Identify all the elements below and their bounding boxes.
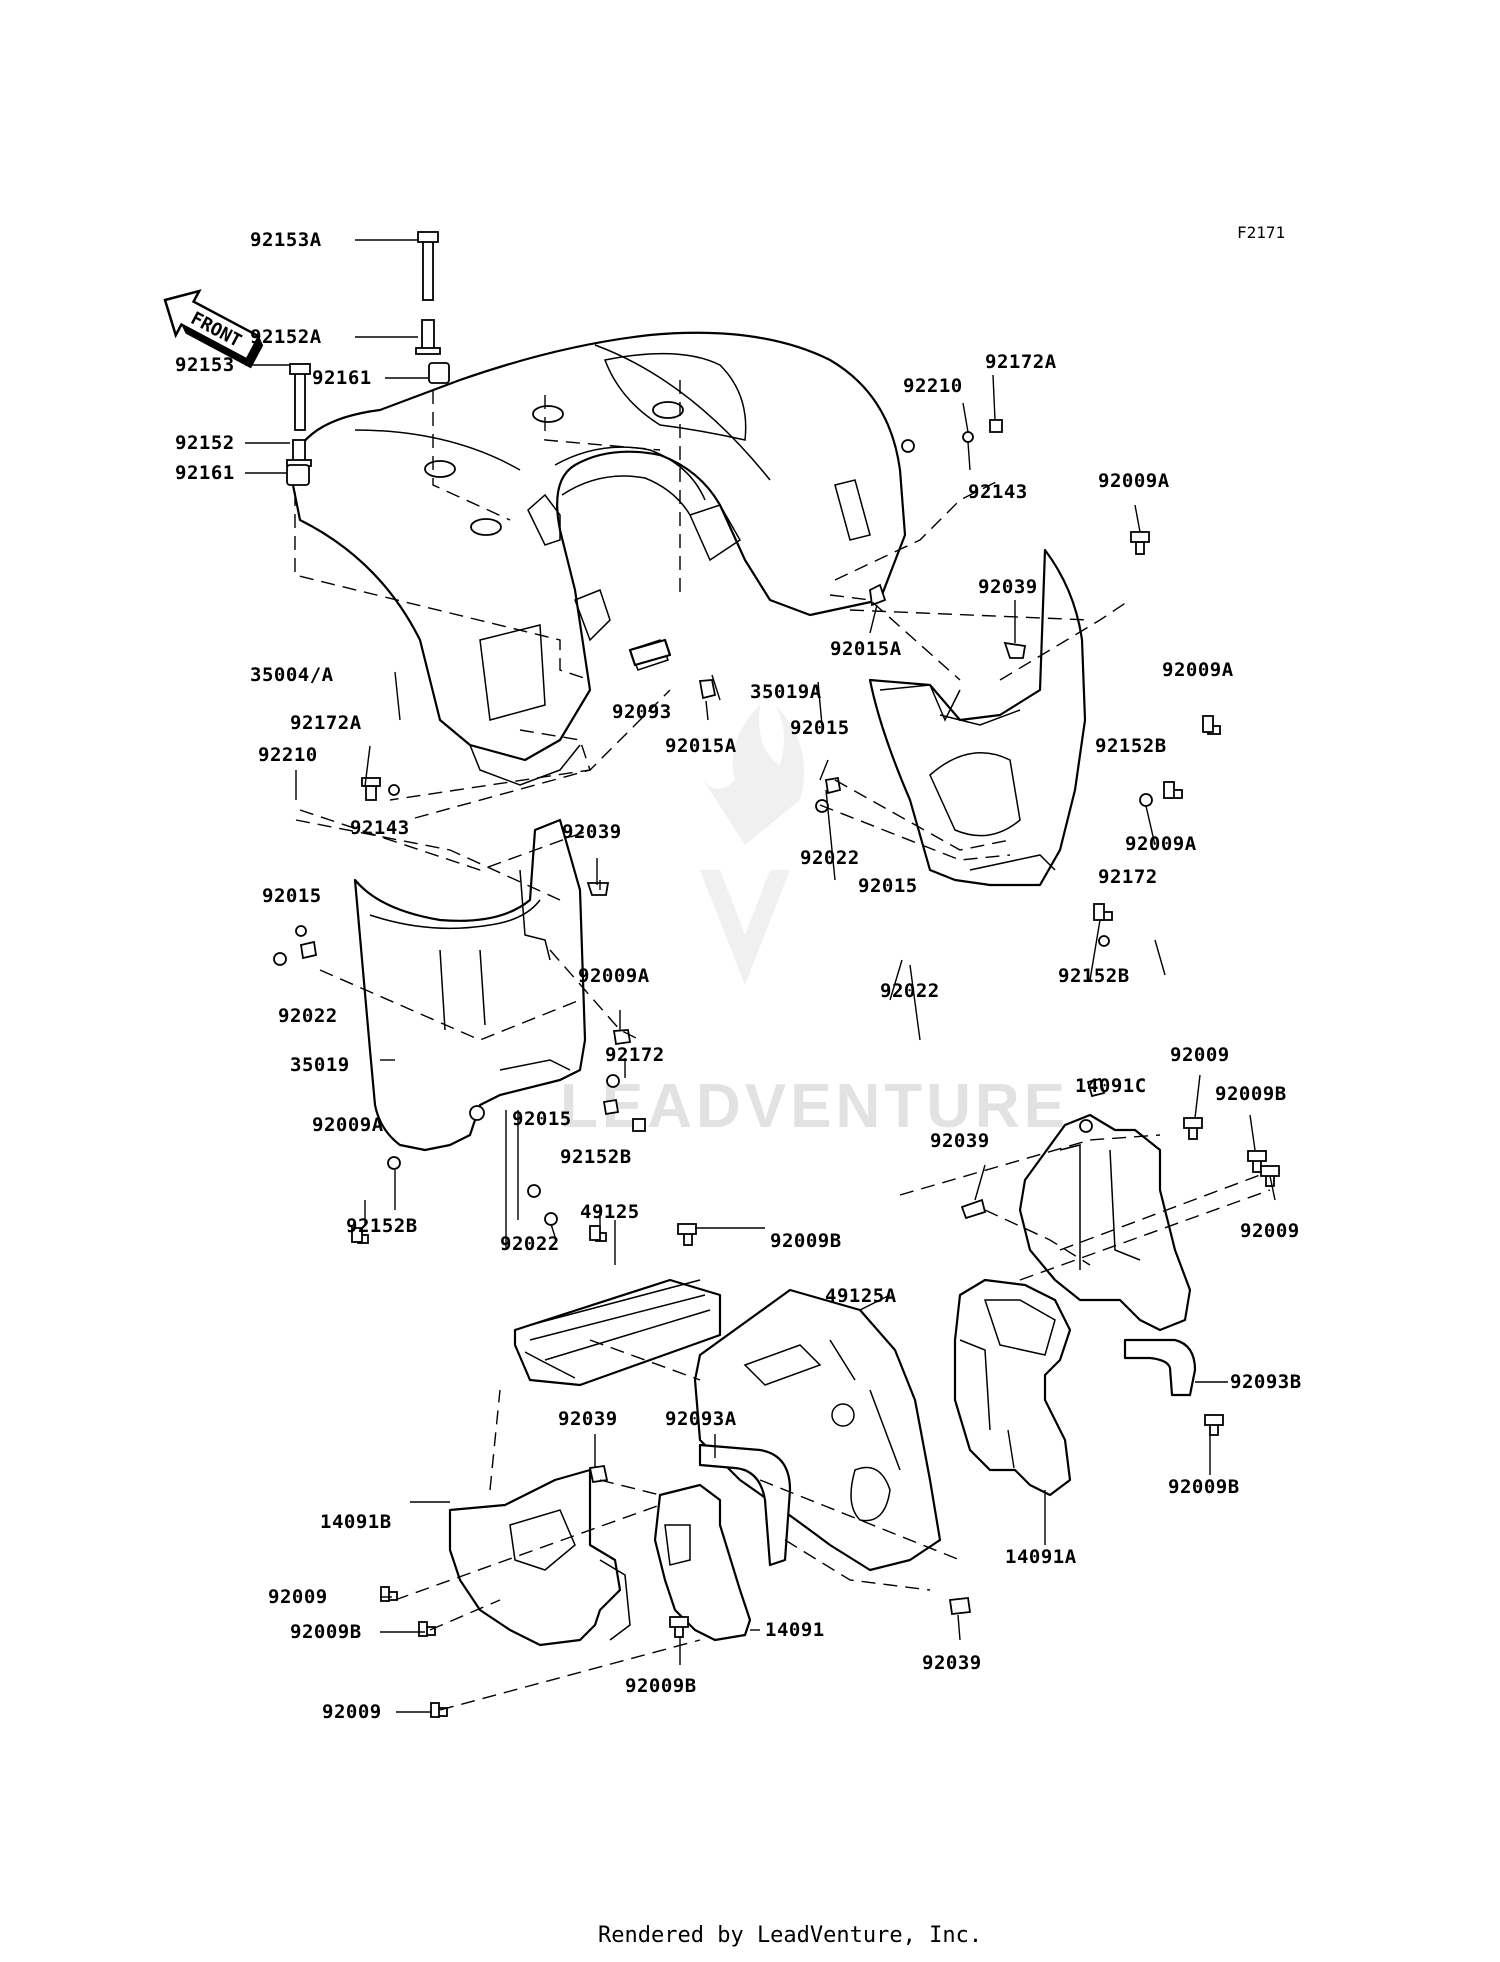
callout-label: 92015 bbox=[790, 717, 850, 739]
callout-label: 92172 bbox=[1098, 866, 1158, 888]
callout-label: 92009A bbox=[578, 965, 650, 987]
right-mud-guard-14091A bbox=[953, 1278, 1072, 1497]
callout-label: 92143 bbox=[968, 481, 1028, 503]
callout-label: 92009B bbox=[625, 1675, 697, 1697]
leader-lines bbox=[245, 239, 1276, 1713]
diagram-code: F2171 bbox=[1237, 223, 1285, 242]
callout-label: 92161 bbox=[312, 367, 372, 389]
assembly-lines bbox=[294, 380, 1271, 1711]
callout-label: 92022 bbox=[800, 847, 860, 869]
callout-label: 92039 bbox=[562, 821, 622, 843]
watermark-logo-icon bbox=[700, 705, 805, 985]
callout-label: 35019A bbox=[750, 681, 822, 703]
footer-credit: Rendered by LeadVenture, Inc. bbox=[598, 1923, 982, 1948]
callout-label: 92152B bbox=[1095, 735, 1167, 757]
callout-label: 14091C bbox=[1075, 1075, 1147, 1097]
callout-label: 92009B bbox=[1215, 1083, 1287, 1105]
callout-label: 92009B bbox=[290, 1621, 362, 1643]
callout-label: 92210 bbox=[258, 744, 318, 766]
center-frame-49125A bbox=[693, 1288, 942, 1572]
callout-label: 92152B bbox=[560, 1146, 632, 1168]
left-inner-cover bbox=[353, 818, 587, 1152]
callout-label: 14091B bbox=[320, 1511, 392, 1533]
callout-label: 92039 bbox=[558, 1408, 618, 1430]
callout-label: 35019 bbox=[290, 1054, 350, 1076]
callout-label: 92172 bbox=[605, 1044, 665, 1066]
mud-guard-14091 bbox=[653, 1483, 752, 1642]
callout-label: 92015 bbox=[858, 875, 918, 897]
callout-label: 92009A bbox=[1162, 659, 1234, 681]
callout-label: 92022 bbox=[500, 1233, 560, 1255]
callout-label: 14091 bbox=[765, 1619, 825, 1641]
callout-label: 92039 bbox=[978, 576, 1038, 598]
callout-label: 92093B bbox=[1230, 1371, 1302, 1393]
rubber-strip-92093A bbox=[698, 1443, 792, 1567]
callout-label: 49125A bbox=[825, 1285, 897, 1307]
callout-label: 92022 bbox=[880, 980, 940, 1002]
right-mud-guard-14091C bbox=[1018, 1113, 1192, 1332]
callout-label: 92015 bbox=[512, 1108, 572, 1130]
rubber-strip-92093 bbox=[628, 638, 672, 667]
callout-label: 92093A bbox=[665, 1408, 737, 1430]
callout-label: 14091A bbox=[1005, 1546, 1077, 1568]
callout-label: 49125 bbox=[580, 1201, 640, 1223]
callout-label: 92009B bbox=[770, 1230, 842, 1252]
callout-label: 92152A bbox=[250, 326, 322, 348]
center-frame-49125 bbox=[513, 1278, 722, 1387]
callout-label: 92210 bbox=[903, 375, 963, 397]
callout-label: 35004/A bbox=[250, 664, 334, 686]
front-fender bbox=[288, 331, 907, 786]
fasteners bbox=[273, 231, 1280, 1718]
callout-label: 92172A bbox=[290, 712, 362, 734]
callout-label: 92172A bbox=[985, 351, 1057, 373]
callout-label: 92153A bbox=[250, 229, 322, 251]
right-inner-cover bbox=[868, 548, 1087, 887]
callout-label: 92152 bbox=[175, 432, 235, 454]
callout-label: 92152B bbox=[1058, 965, 1130, 987]
front-arrow-icon: FRONT bbox=[163, 289, 264, 369]
callout-label: 92161 bbox=[175, 462, 235, 484]
callout-label: 92093 bbox=[612, 701, 672, 723]
callout-label: 92009B bbox=[1168, 1476, 1240, 1498]
callout-label: 92009A bbox=[1125, 833, 1197, 855]
callout-label: 92039 bbox=[922, 1652, 982, 1674]
callout-label: 92009 bbox=[1170, 1044, 1230, 1066]
callout-label: 92015A bbox=[830, 638, 902, 660]
callout-label: 92009A bbox=[1098, 470, 1170, 492]
callout-label: 92152B bbox=[346, 1215, 418, 1237]
callout-label: 92143 bbox=[350, 817, 410, 839]
callout-label: 92009A bbox=[312, 1114, 384, 1136]
callout-labels: 92153A 92152A 92153 92161 92152 92161 92… bbox=[175, 229, 1302, 1723]
callout-label: 92153 bbox=[175, 354, 235, 376]
callout-label: 92039 bbox=[930, 1130, 990, 1152]
callout-label: 92015A bbox=[665, 735, 737, 757]
callout-label: 92009 bbox=[1240, 1220, 1300, 1242]
rubber-strip-92093B bbox=[1123, 1338, 1197, 1397]
callout-label: 92009 bbox=[322, 1701, 382, 1723]
callout-label: 92015 bbox=[262, 885, 322, 907]
callout-label: 92009 bbox=[268, 1586, 328, 1608]
left-mud-guard-14091B bbox=[448, 1468, 631, 1647]
callout-label: 92022 bbox=[278, 1005, 338, 1027]
